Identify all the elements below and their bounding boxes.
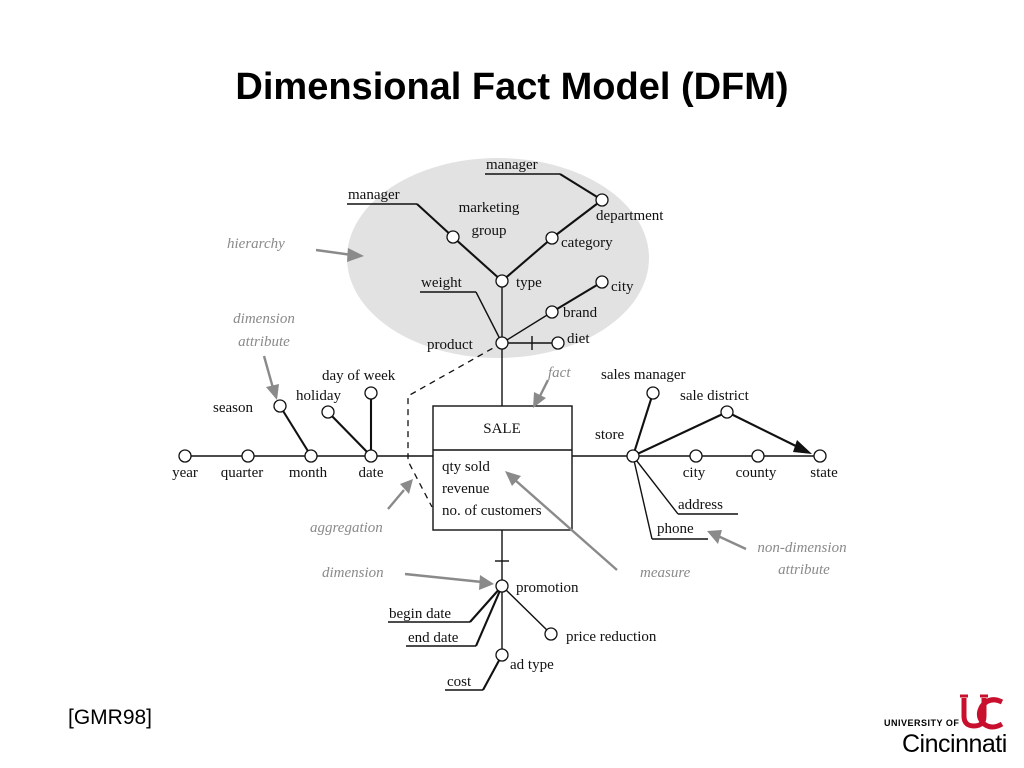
node-city-product	[595, 275, 609, 289]
label-month: month	[289, 465, 328, 481]
annotation-measure: measure	[640, 565, 691, 581]
label-address: address	[678, 497, 723, 513]
annotation-fact: fact	[548, 365, 571, 381]
label-city-product: city	[611, 279, 634, 295]
label-manager: manager	[348, 187, 400, 203]
node-price-reduction	[544, 627, 558, 641]
aggregation-dashed-link	[407, 342, 503, 508]
label-manager-top: manager	[486, 157, 538, 173]
citation: [GMR98]	[68, 706, 153, 729]
node-ad-type	[495, 648, 509, 662]
label-marketing: marketing	[459, 200, 520, 216]
node-year	[178, 449, 192, 463]
label-day-of-week: day of week	[322, 368, 396, 384]
node-brand	[545, 305, 559, 319]
label-product: product	[427, 337, 474, 353]
node-promotion	[495, 579, 509, 593]
attribute-nodes	[178, 193, 827, 662]
fact-sale: SALE qty sold revenue no. of customers	[432, 405, 573, 531]
node-sales-manager	[646, 386, 660, 400]
annotation-non-dimension-attribute-1: non-dimension	[757, 540, 846, 556]
node-season	[273, 399, 287, 413]
annotation-hierarchy: hierarchy	[227, 236, 285, 252]
label-city-store: city	[683, 465, 706, 481]
node-category	[545, 231, 559, 245]
node-state	[813, 449, 827, 463]
annotation-dimension-attribute-2: attribute	[238, 334, 290, 350]
uc-emblem-icon	[960, 694, 1004, 730]
annotation-dimension-attribute-1: dimension	[233, 311, 295, 327]
label-year: year	[172, 465, 198, 481]
node-date	[364, 449, 378, 463]
node-department	[595, 193, 609, 207]
annotation-arrows	[262, 248, 747, 590]
label-price-reduction: price reduction	[566, 629, 657, 645]
slide-title: Dimensional Fact Model (DFM)	[235, 66, 789, 108]
label-state: state	[810, 465, 838, 481]
node-diet	[551, 336, 565, 350]
attribute-labels: manager department manager marketing gro…	[172, 157, 838, 690]
label-weight: weight	[421, 275, 463, 291]
label-county: county	[736, 465, 777, 481]
label-ad-type: ad type	[510, 657, 554, 673]
label-cost: cost	[447, 674, 472, 690]
label-phone: phone	[657, 521, 694, 537]
label-sales-manager: sales manager	[601, 367, 686, 383]
node-holiday	[321, 405, 335, 419]
label-begin-date: begin date	[389, 606, 451, 622]
measure-revenue: revenue	[442, 481, 490, 497]
node-county	[751, 449, 765, 463]
label-group: group	[472, 223, 507, 239]
label-promotion: promotion	[516, 580, 579, 596]
university-logo: UNIVERSITY OF Cincinnati	[878, 692, 1018, 764]
label-season: season	[213, 400, 253, 416]
node-city-store	[689, 449, 703, 463]
node-month	[304, 449, 318, 463]
node-sale-district	[720, 405, 734, 419]
node-day-of-week	[364, 386, 378, 400]
node-quarter	[241, 449, 255, 463]
label-type: type	[516, 275, 542, 291]
label-quarter: quarter	[221, 465, 263, 481]
annotation-non-dimension-attribute-2: attribute	[778, 562, 830, 578]
label-sale-district: sale district	[680, 388, 750, 404]
node-store	[626, 449, 640, 463]
measure-qty-sold: qty sold	[442, 459, 490, 475]
label-category: category	[561, 235, 613, 251]
label-holiday: holiday	[296, 388, 341, 404]
label-diet: diet	[567, 331, 590, 347]
label-department: department	[596, 208, 664, 224]
annotation-aggregation: aggregation	[310, 520, 383, 536]
product-hierarchy-edges	[347, 173, 603, 406]
fact-name: SALE	[483, 421, 521, 437]
label-date: date	[359, 465, 384, 481]
node-type	[495, 274, 509, 288]
node-product	[495, 336, 509, 350]
node-marketing-group	[446, 230, 460, 244]
annotation-dimension: dimension	[322, 565, 384, 581]
label-end-date: end date	[408, 630, 459, 646]
annotation-labels: hierarchy dimension attribute fact aggre…	[227, 236, 847, 581]
label-brand: brand	[563, 305, 598, 321]
logo-name: Cincinnati	[902, 730, 1007, 758]
label-store: store	[595, 427, 625, 443]
measure-no-of-customers: no. of customers	[442, 503, 542, 519]
logo-university-of: UNIVERSITY OF	[884, 718, 960, 728]
